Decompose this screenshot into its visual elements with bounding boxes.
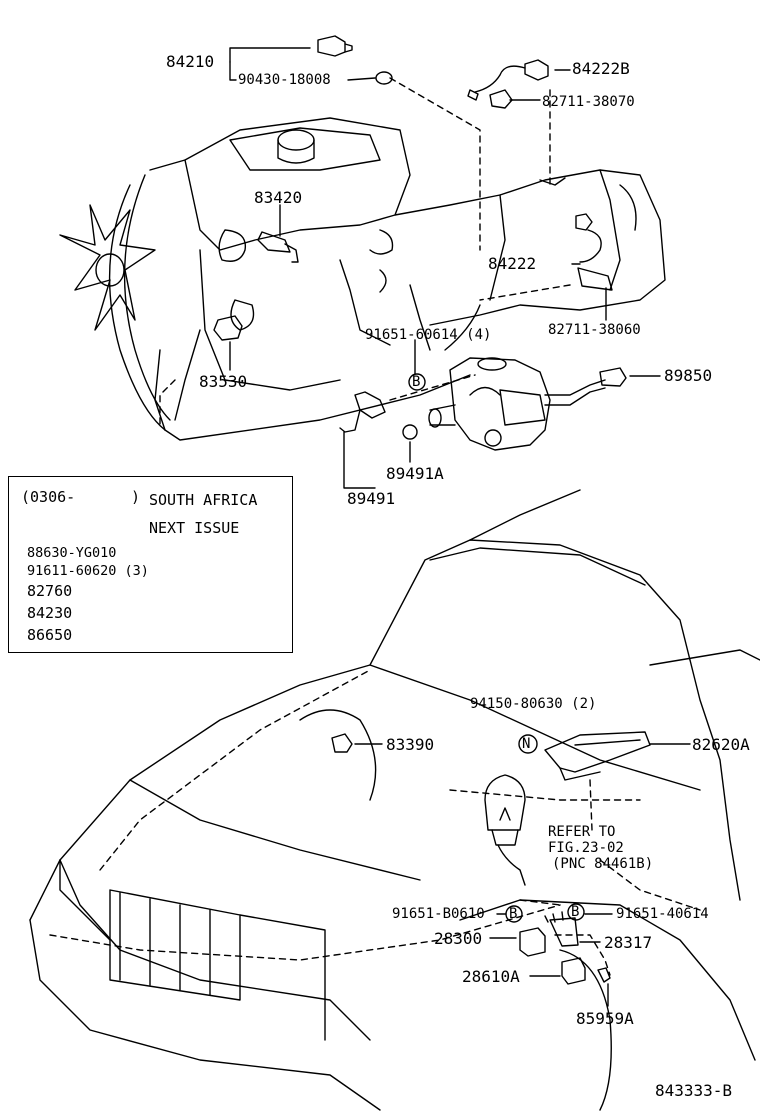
callout-89491[interactable]: 89491 [347,489,396,508]
callout-91651-B0610[interactable]: 91651-B0610 [392,906,485,922]
part-89491-bracket [339,391,386,433]
part-84222-switch [575,213,613,291]
part-83420-sender [257,231,299,263]
part-28317-bracket [544,911,579,947]
callout-83420[interactable]: 83420 [254,188,303,207]
callout-82711-38070[interactable]: 82711-38070 [542,94,635,110]
callout-84222[interactable]: 84222 [488,254,537,273]
figure-id: 843333-B [655,1081,733,1100]
inset-note: NEXT ISSUE [149,519,240,537]
bolt-marker: B [412,374,421,390]
nut-marker: N [522,736,531,752]
part-89850-sensor [599,367,627,387]
part-28610A-relay [561,957,586,985]
part-83530-switch [213,315,243,341]
callout-28300[interactable]: 28300 [434,929,483,948]
part-82620A-module [544,731,651,781]
callout-91651-40614[interactable]: 91651-40614 [616,906,709,922]
part-28300-relay [519,927,546,957]
inset-date-close: ) [131,488,141,506]
inset-note-box: (0306- ) SOUTH AFRICA NEXT ISSUE 88630-Y… [8,476,293,653]
callout-82711-38060[interactable]: 82711-38060 [548,322,641,338]
inset-region: SOUTH AFRICA [149,491,258,509]
inset-part[interactable]: 91611-60620 (3) [27,563,149,579]
transfer-case-drawing [428,357,606,451]
callout-89491A[interactable]: 89491A [386,464,444,483]
part-84210-switch [317,35,353,57]
inset-part[interactable]: 88630-YG010 [27,545,117,561]
refer-note-line3: (PNC 84461B) [552,856,654,872]
bolt-marker: B [571,904,580,920]
callout-83530[interactable]: 83530 [199,372,248,391]
callout-94150-80630[interactable]: 94150-80630 (2) [470,696,597,712]
callout-90430-18008[interactable]: 90430-18008 [238,72,331,88]
callout-89850[interactable]: 89850 [664,366,713,385]
bolt-marker: B [509,906,518,922]
inset-part[interactable]: 86650 [27,626,73,644]
part-84222B-switch [467,59,549,109]
callout-84210[interactable]: 84210 [166,52,215,71]
vehicle-body-drawing [29,489,760,1111]
refer-note-line2: FIG.23-02 [548,840,624,856]
inset-part[interactable]: 82760 [27,582,73,600]
callout-28317[interactable]: 28317 [604,933,653,952]
engine-assembly-drawing [59,117,666,441]
refer-note-line1: REFER TO [548,824,616,840]
callout-82620A[interactable]: 82620A [692,735,750,754]
part-90430-gasket [375,71,393,85]
part-85959A-clip [597,967,611,983]
callout-85959A[interactable]: 85959A [576,1009,634,1028]
callout-84222B[interactable]: 84222B [572,59,630,78]
inset-date: (0306- [21,488,76,506]
callout-83390[interactable]: 83390 [386,735,435,754]
washer-89491A [402,424,418,440]
callout-28610A[interactable]: 28610A [462,967,520,986]
part-83390-switch [331,733,353,753]
inset-part[interactable]: 84230 [27,604,73,622]
callout-91651-60614[interactable]: 91651-60614 (4) [365,327,492,343]
